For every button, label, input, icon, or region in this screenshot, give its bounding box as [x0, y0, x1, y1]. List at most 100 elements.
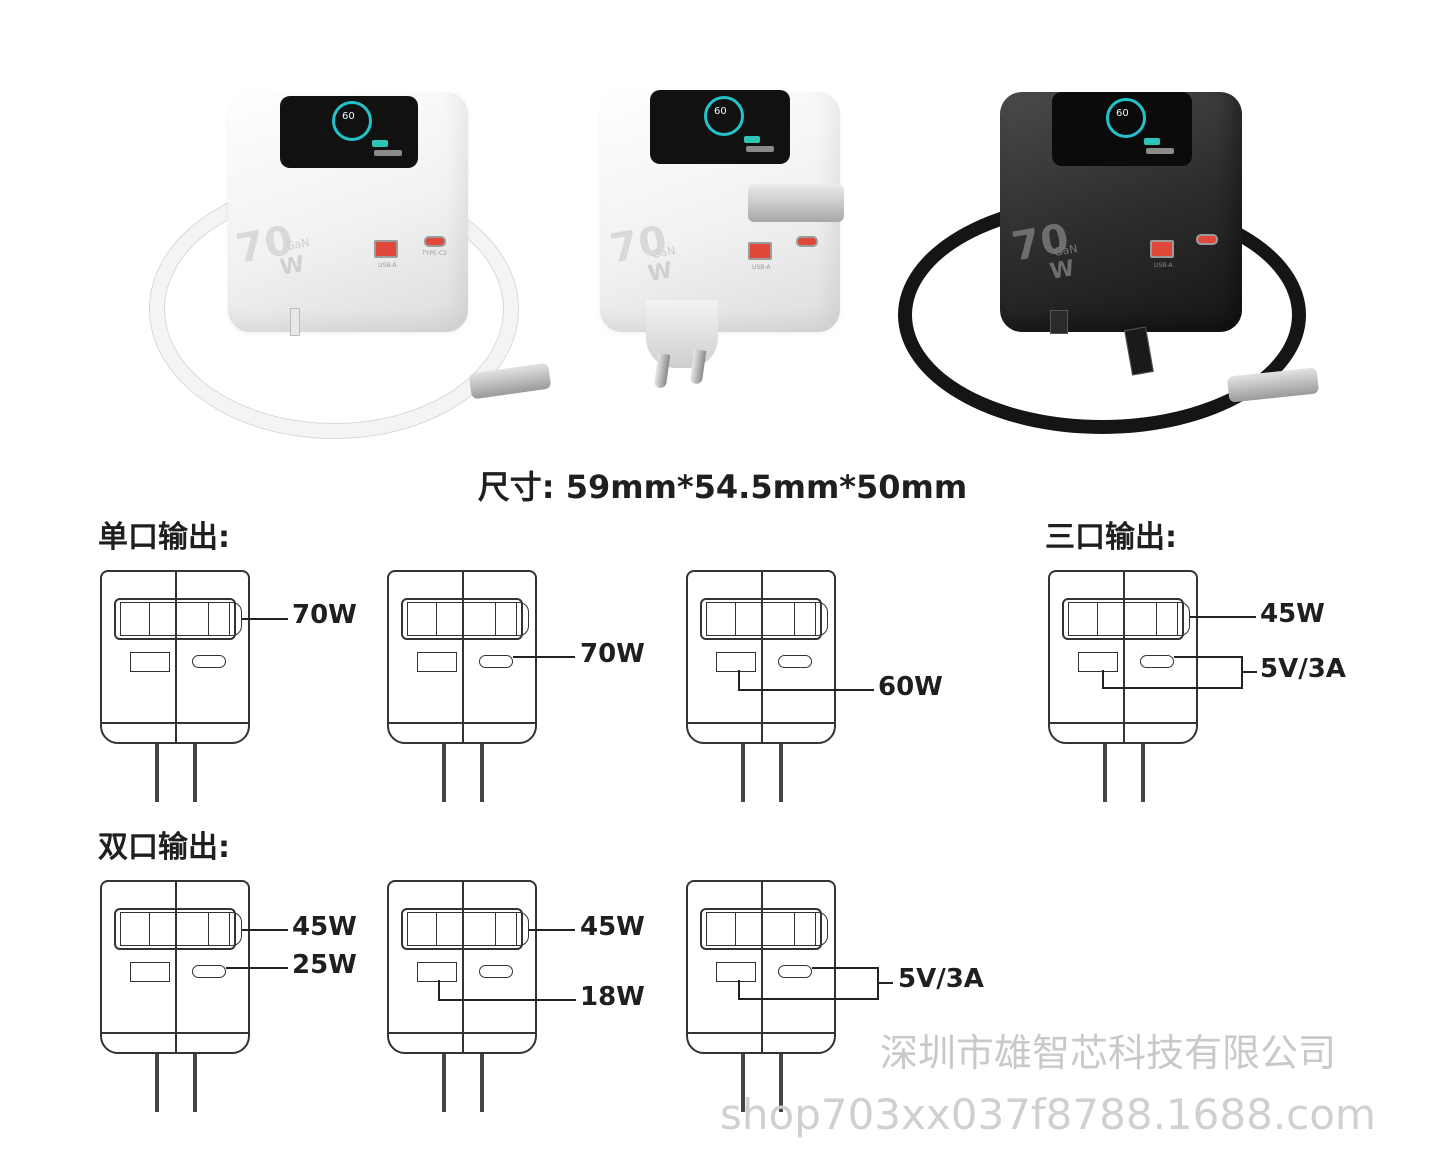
callout-line	[438, 980, 440, 1000]
usb-a-label: USB-A	[378, 262, 397, 269]
uk-plug-prong-1	[1050, 310, 1068, 334]
cable-end	[1068, 602, 1098, 636]
callout-line	[242, 929, 288, 931]
output-label: 5V/3A	[1260, 654, 1346, 684]
cable-end	[706, 912, 736, 946]
port-diagram	[100, 880, 252, 1112]
callout-line	[1241, 671, 1257, 673]
watermark-company: 深圳市雄智芯科技有限公司	[880, 1031, 1337, 1075]
single-port-title: 单口输出:	[98, 520, 230, 555]
triple-port-title: 三口输出:	[1045, 520, 1177, 555]
plug-pin	[193, 1054, 197, 1112]
battery-icon	[744, 136, 760, 143]
callout-line	[513, 656, 575, 658]
cable-end	[407, 602, 437, 636]
callout-line	[1190, 616, 1256, 618]
plug-pin	[741, 744, 745, 802]
watt-unit-mark: W	[278, 252, 307, 281]
usb-a-port	[374, 240, 398, 258]
diagram-divider	[175, 880, 177, 1054]
usb-c-port	[479, 655, 513, 668]
diagram-hline	[686, 1032, 836, 1034]
port-diagram	[686, 570, 838, 802]
diagram-hline	[387, 722, 537, 724]
output-label: 25W	[292, 950, 357, 980]
usb-c-port	[778, 655, 812, 668]
usb-c-port	[192, 655, 226, 668]
port-diagram	[686, 880, 838, 1112]
plug-pin	[442, 1054, 446, 1112]
usb-a-port	[417, 652, 457, 672]
cable-end	[706, 602, 736, 636]
callout-line	[877, 982, 893, 984]
usb-c-port	[1196, 234, 1218, 245]
watermark-url: shop703xx037f8788.1688.com	[720, 1090, 1376, 1139]
status-bar	[1146, 148, 1174, 154]
usb-c-port	[778, 965, 812, 978]
cable-slot	[1062, 598, 1184, 640]
usb-a-port	[748, 242, 772, 260]
status-bar	[374, 150, 402, 156]
screen-ring	[1106, 98, 1146, 138]
screen-value: 60	[1116, 108, 1129, 119]
cable-tip	[495, 602, 529, 636]
diagram-divider	[761, 880, 763, 1054]
callout-line	[738, 670, 740, 690]
output-label: 70W	[292, 600, 357, 630]
output-label: 45W	[292, 912, 357, 942]
usb-a-port	[1078, 652, 1118, 672]
plug-pin	[779, 744, 783, 802]
cable-tip	[208, 602, 242, 636]
usb-a-port	[417, 962, 457, 982]
cable-slot	[114, 908, 236, 950]
callout-line	[1102, 670, 1104, 688]
plug-pin	[442, 744, 446, 802]
usb-c-port	[479, 965, 513, 978]
cable-slot	[401, 908, 523, 950]
callout-line	[226, 967, 288, 969]
callout-line	[812, 967, 878, 969]
output-label: 18W	[580, 982, 645, 1012]
usb-c-port	[1140, 655, 1174, 668]
plug-pin	[193, 744, 197, 802]
plug-pin	[1103, 744, 1107, 802]
diagram-hline	[387, 1032, 537, 1034]
usb-a-label: USB-A	[1154, 262, 1173, 269]
port-diagram	[387, 880, 539, 1112]
callout-line	[1102, 687, 1242, 689]
callout-line	[438, 999, 576, 1001]
usb-a-port	[1150, 240, 1174, 258]
cable-slot	[114, 598, 236, 640]
diagram-hline	[1048, 722, 1198, 724]
cable-tip	[794, 912, 828, 946]
watt-unit-mark: W	[1048, 256, 1077, 285]
battery-icon	[372, 140, 388, 147]
output-label: 70W	[580, 639, 645, 669]
usb-c-port	[424, 236, 446, 247]
plug-pin	[1141, 744, 1145, 802]
screen-value: 60	[342, 111, 355, 122]
diagram-hline	[100, 1032, 250, 1034]
diagram-divider	[1123, 570, 1125, 744]
cable-end	[120, 602, 150, 636]
usb-c-port	[192, 965, 226, 978]
output-label: 60W	[878, 672, 943, 702]
diagram-hline	[100, 722, 250, 724]
diagram-divider	[175, 570, 177, 744]
cable-slot	[700, 908, 822, 950]
output-label: 45W	[580, 912, 645, 942]
diagram-hline	[686, 722, 836, 724]
port-diagram	[100, 570, 252, 802]
cable-tip	[495, 912, 529, 946]
cable-slot	[700, 598, 822, 640]
usb-a-label: USB-A	[752, 264, 771, 271]
callout-line	[242, 618, 288, 620]
watt-unit-mark: W	[646, 258, 675, 287]
diagram-divider	[462, 570, 464, 744]
output-label: 45W	[1260, 599, 1325, 629]
dimensions-text: 尺寸: 59mm*54.5mm*50mm	[477, 468, 968, 506]
plug-pin	[480, 744, 484, 802]
cable-tip	[1156, 602, 1190, 636]
cable-tip	[208, 912, 242, 946]
port-diagram	[1048, 570, 1200, 802]
